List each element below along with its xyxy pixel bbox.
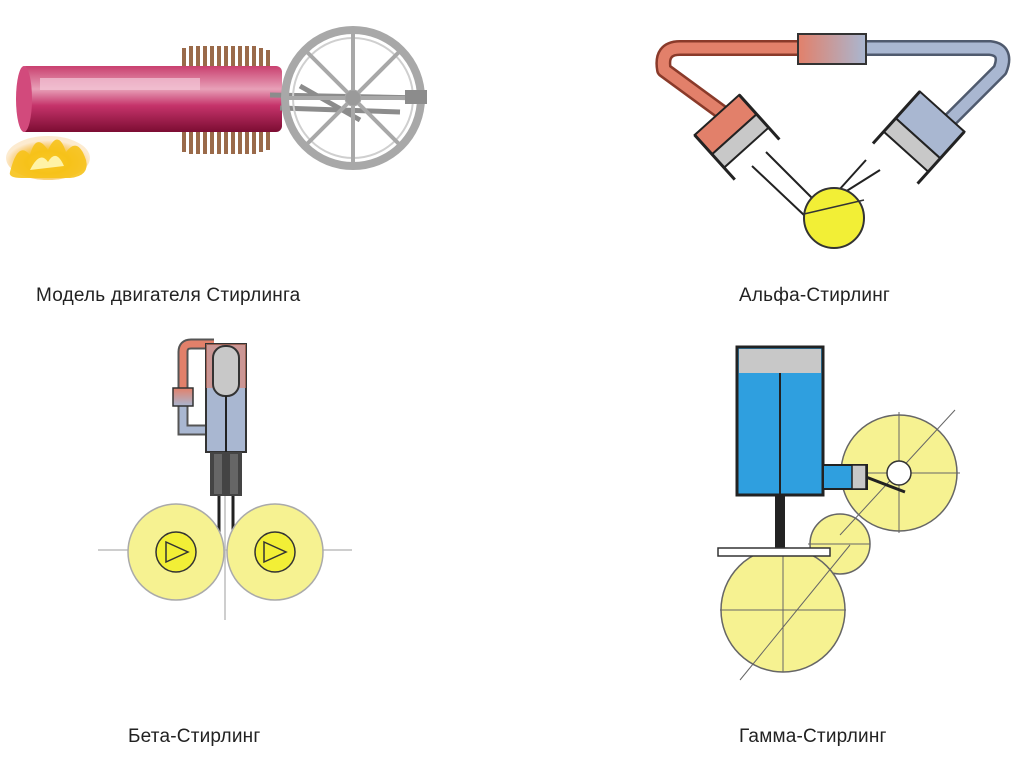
flywheel xyxy=(281,26,425,170)
regenerator xyxy=(797,33,867,65)
model-engine-illustration xyxy=(6,26,427,180)
flame xyxy=(6,136,90,180)
caption-beta: Бета-Стирлинг xyxy=(128,726,261,747)
beta-stirling-diagram xyxy=(98,338,352,620)
crank-wheel xyxy=(803,187,865,249)
caption-gamma: Гамма-Стирлинг xyxy=(739,726,887,747)
displacer xyxy=(212,345,240,397)
caption-alpha: Альфа-Стирлинг xyxy=(739,285,891,306)
alpha-stirling-diagram xyxy=(655,33,1011,249)
cold-cylinder xyxy=(871,90,966,185)
crank-bar xyxy=(717,547,831,557)
hot-cylinder xyxy=(693,93,781,181)
regenerator xyxy=(172,387,194,407)
hot-cylinder xyxy=(20,66,282,132)
caption-model: Модель двигателя Стирлинга xyxy=(36,285,301,306)
gamma-stirling-diagram xyxy=(717,345,960,681)
